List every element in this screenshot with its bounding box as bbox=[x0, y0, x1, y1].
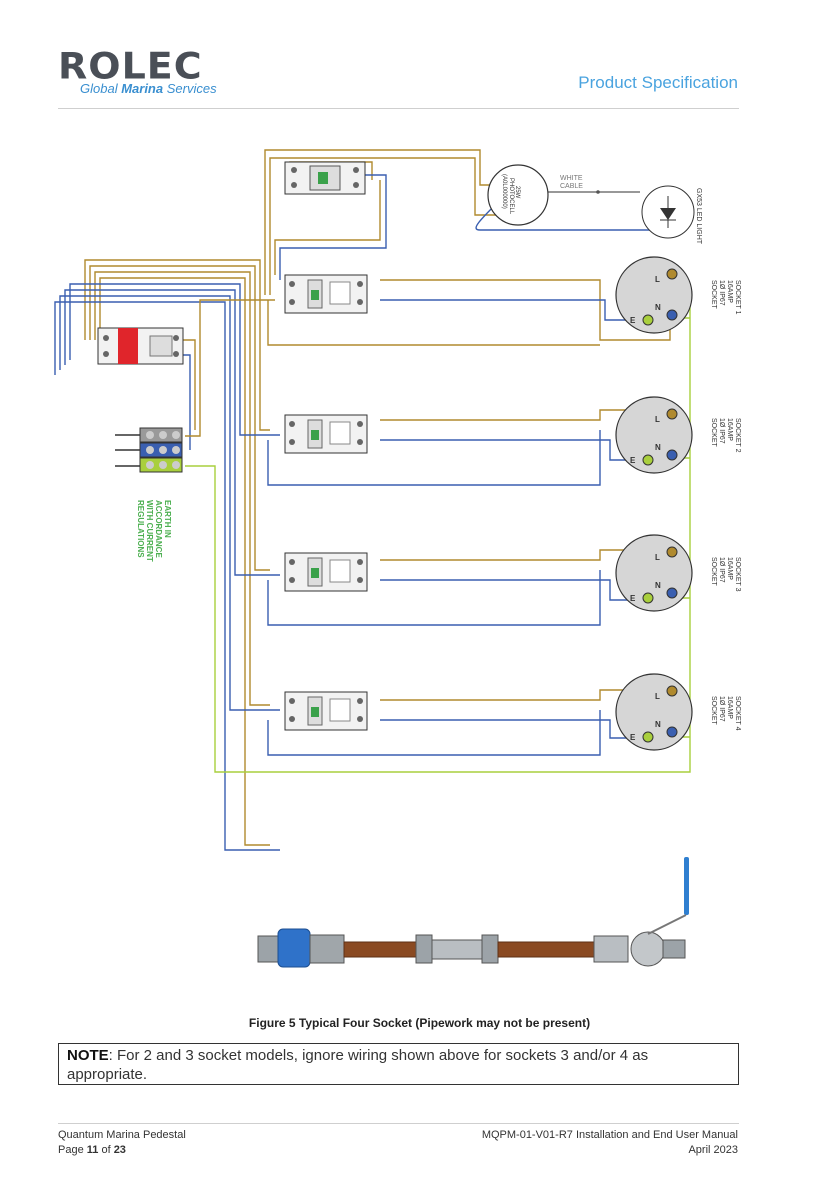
socket-4-type: 1Ø IP67 bbox=[718, 696, 725, 722]
footer-right: MQPM-01-V01-R7 Installation and End User… bbox=[482, 1128, 738, 1158]
photocell-code: (A0L000000) bbox=[501, 174, 507, 209]
pipework-illustration bbox=[257, 857, 689, 968]
socket-4-label: SOCKET 4 bbox=[734, 696, 741, 731]
logo-wordmark: ROLEC bbox=[58, 45, 203, 87]
socket-4: L N E bbox=[615, 673, 693, 751]
earth-note-line-4: REGULATIONS bbox=[136, 500, 145, 558]
header-rule bbox=[58, 108, 739, 109]
wiring-diagram: PHOTOCELL (A0L000000) 25W WHITE CABLE GX… bbox=[54, 149, 741, 968]
photocell: PHOTOCELL (A0L000000) 25W bbox=[487, 164, 549, 226]
footer-manual: MQPM-01-V01-R7 Installation and End User… bbox=[481, 1129, 738, 1141]
white-cable-label: WHITE bbox=[560, 175, 583, 182]
note-text: : For 2 and 3 socket models, ignore wiri… bbox=[67, 1047, 649, 1083]
terminal-l-2: L bbox=[655, 415, 660, 424]
lighting-breaker bbox=[284, 161, 366, 195]
main-rcd bbox=[97, 327, 184, 365]
footer-date: April 2023 bbox=[688, 1144, 738, 1156]
socket-4-rating: 16AMP bbox=[726, 696, 733, 719]
socket-1-kind: SOCKET bbox=[710, 280, 717, 310]
earth-note-line-1: EARTH IN bbox=[163, 500, 172, 538]
terminal-e-2: E bbox=[630, 456, 636, 465]
terminal-block bbox=[139, 427, 183, 473]
socket-1-label: SOCKET 1 bbox=[734, 280, 741, 315]
socket-1-rating: 16AMP bbox=[726, 280, 733, 303]
socket-3-label: SOCKET 3 bbox=[734, 557, 741, 592]
terminal-n-3: N bbox=[655, 581, 661, 590]
rcbo-socket-1 bbox=[284, 274, 368, 314]
socket-3: L N E bbox=[615, 534, 693, 612]
terminal-n-2: N bbox=[655, 443, 661, 452]
footer-page: Page 11 of 23 bbox=[58, 1144, 126, 1156]
photocell-label: PHOTOCELL bbox=[508, 178, 514, 215]
rolec-logo: ROLEC Global Marina Services bbox=[58, 45, 218, 100]
rcbo-socket-3 bbox=[284, 552, 368, 592]
terminal-l-4: L bbox=[655, 692, 660, 701]
socket-3-type: 1Ø IP67 bbox=[718, 557, 725, 583]
socket-1: L N E bbox=[615, 256, 693, 334]
terminal-e-1: E bbox=[630, 316, 636, 325]
rcbo-socket-4 bbox=[284, 691, 368, 731]
socket-1-type: 1Ø IP67 bbox=[718, 280, 725, 306]
socket-4-kind: SOCKET bbox=[710, 696, 717, 726]
socket-3-rating: 16AMP bbox=[726, 557, 733, 580]
led-light-icon bbox=[641, 185, 695, 239]
terminal-l-1: L bbox=[655, 275, 660, 284]
socket-2-label: SOCKET 2 bbox=[734, 418, 741, 453]
note-label: NOTE bbox=[67, 1047, 109, 1064]
socket-3-kind: SOCKET bbox=[710, 557, 717, 587]
figure-caption: Figure 5 Typical Four Socket (Pipework m… bbox=[248, 1016, 591, 1030]
footer-rule bbox=[58, 1123, 739, 1124]
socket-2-rating: 16AMP bbox=[726, 418, 733, 441]
terminal-e-4: E bbox=[630, 733, 636, 742]
logo-tagline: Global Marina Services bbox=[80, 81, 217, 96]
note-box: NOTE: For 2 and 3 socket models, ignore … bbox=[58, 1043, 739, 1085]
photocell-rating: 25W bbox=[514, 186, 520, 199]
terminal-n-4: N bbox=[655, 720, 661, 729]
terminal-l-3: L bbox=[655, 553, 660, 562]
socket-2-kind: SOCKET bbox=[710, 418, 717, 448]
earth-note-line-3: WITH CURRENT bbox=[145, 500, 154, 562]
footer-left: Quantum Marina Pedestal Page 11 of 23 bbox=[58, 1128, 186, 1158]
socket-2: L N E bbox=[615, 396, 693, 474]
white-cable-label-2: CABLE bbox=[560, 183, 583, 190]
rcbo-socket-2 bbox=[284, 414, 368, 454]
terminal-n-1: N bbox=[655, 303, 661, 312]
led-light-label: GX53 LED LIGHT bbox=[695, 188, 702, 245]
document-type-title: Product Specification bbox=[578, 73, 738, 92]
socket-2-type: 1Ø IP67 bbox=[718, 418, 725, 444]
terminal-e-3: E bbox=[630, 594, 636, 603]
footer-product: Quantum Marina Pedestal bbox=[58, 1129, 186, 1141]
earth-note-line-2: ACCORDANCE bbox=[154, 500, 163, 558]
